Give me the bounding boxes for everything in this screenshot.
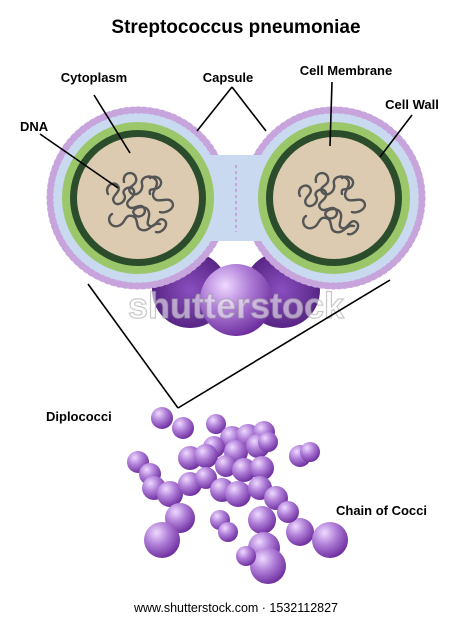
coccus (250, 456, 274, 480)
label-cell-wall: Cell Wall (385, 97, 439, 112)
coccus (258, 432, 278, 452)
coccus (172, 417, 194, 439)
coccus (218, 522, 238, 542)
coccus (277, 501, 299, 523)
watermark: shutterstock (128, 285, 345, 326)
coccus (215, 455, 237, 477)
coccus (157, 481, 183, 507)
leader-lines (39, 81, 413, 409)
label-capsule: Capsule (203, 70, 254, 85)
cytoplasm-right (273, 137, 395, 259)
left-cell (62, 122, 214, 274)
diagram-title: Streptococcus pneumoniae (111, 17, 360, 38)
coccus (225, 481, 251, 507)
right-cell (258, 122, 410, 274)
coccus (151, 407, 173, 429)
coccus (144, 522, 180, 558)
footer-credit: www.shutterstock.com · 1532112827 (133, 601, 338, 615)
cocci-cluster (127, 407, 348, 584)
coccus (194, 444, 218, 468)
coccus (286, 518, 314, 546)
label-chain-of-cocci: Chain of Cocci (336, 503, 427, 518)
coccus (250, 548, 286, 584)
coccus (236, 546, 256, 566)
cytoplasm-left (77, 137, 199, 259)
coccus (312, 522, 348, 558)
label-cell-membrane: Cell Membrane (300, 63, 392, 78)
coccus (206, 414, 226, 434)
dna-left (105, 171, 175, 234)
coccus (248, 506, 276, 534)
coccus (195, 467, 217, 489)
label-diplococci: Diplococci (46, 409, 112, 424)
dna-right (297, 171, 367, 236)
coccus (300, 442, 320, 462)
label-dna: DNA (20, 119, 49, 134)
coccus (232, 458, 256, 482)
label-cytoplasm: Cytoplasm (61, 70, 127, 85)
